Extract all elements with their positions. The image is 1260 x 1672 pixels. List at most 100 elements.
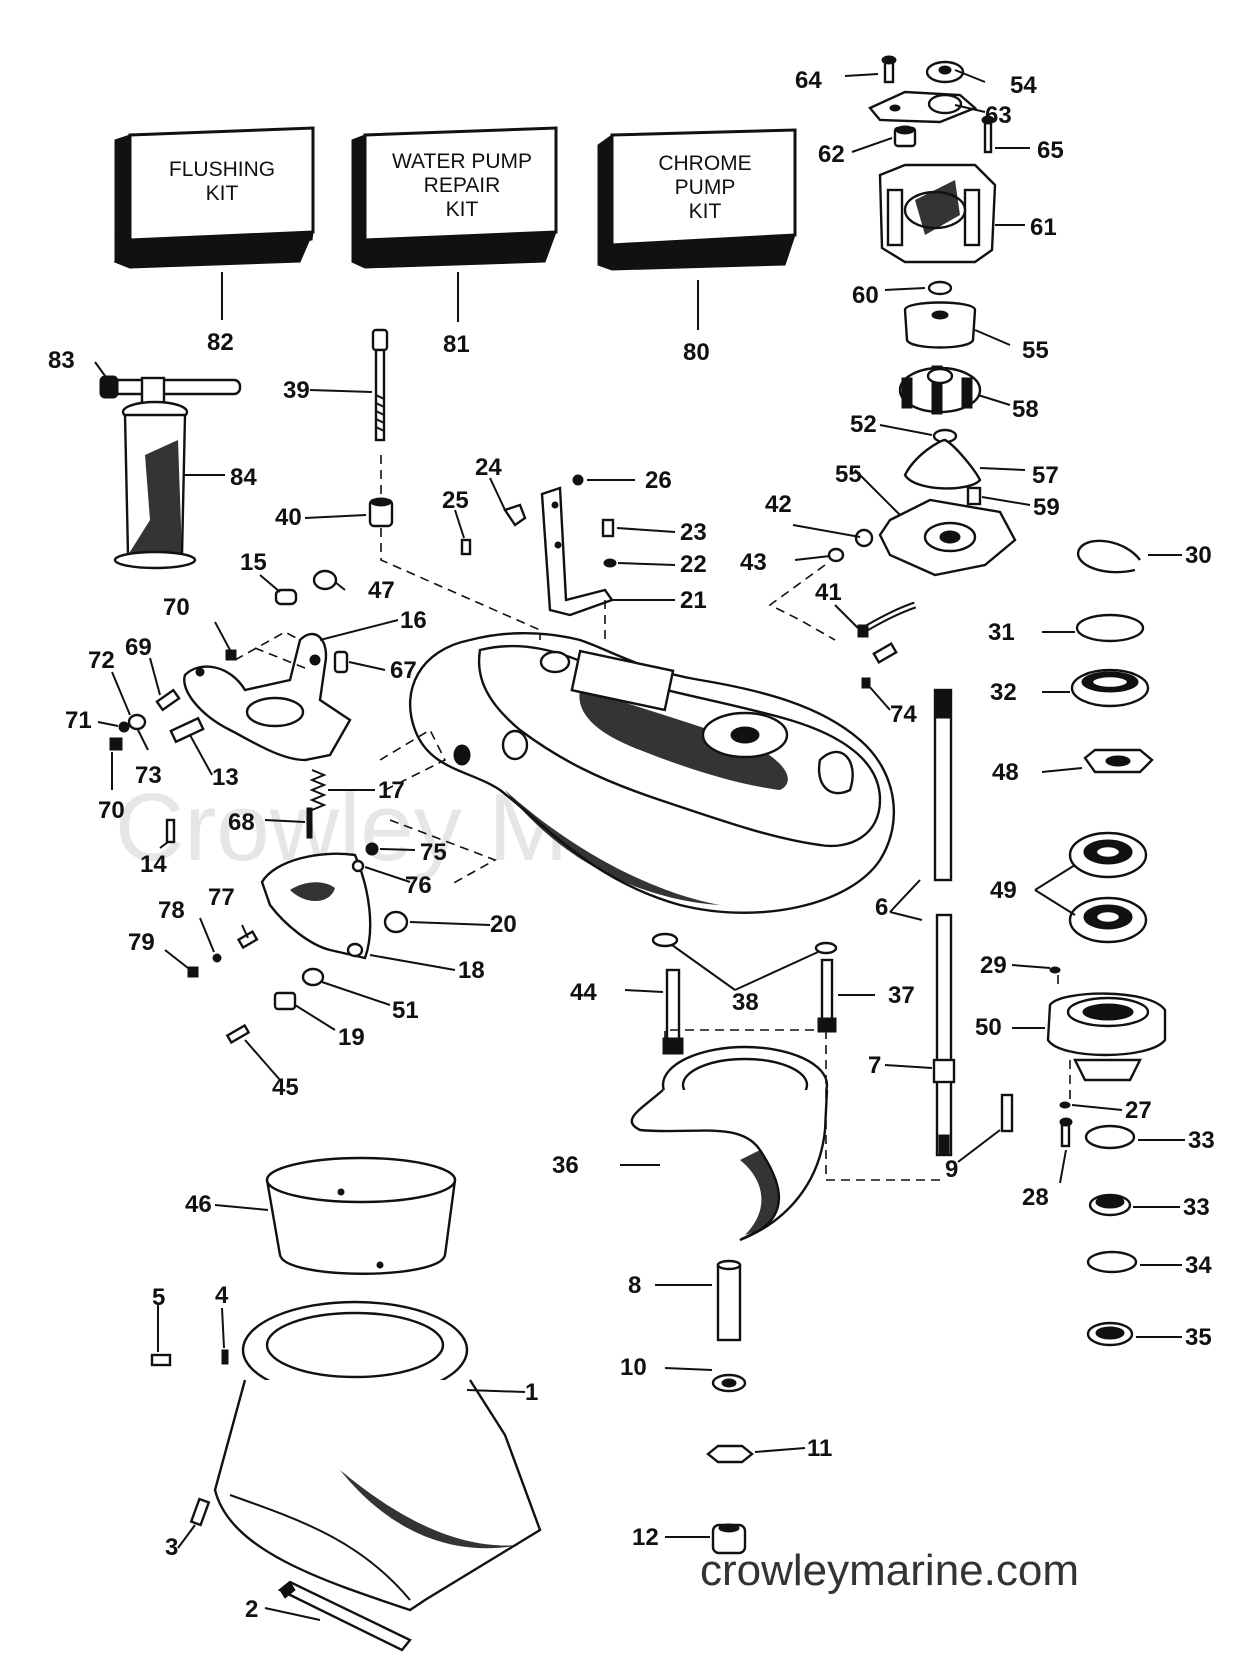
callout-11: 11 [807,1435,832,1462]
assembly-lines [234,455,1071,1181]
callout-50: 50 [975,1014,1002,1041]
driveshaft [932,688,1014,1157]
callout-75: 75 [420,839,447,866]
callout-84: 84 [230,464,257,491]
callout-46: 46 [185,1191,212,1218]
callout-49: 49 [990,877,1017,904]
callout-40: 40 [275,504,302,531]
callout-14: 14 [140,851,167,878]
callout-47: 47 [368,577,395,604]
callout-51: 51 [392,997,419,1024]
callout-80: 80 [683,339,710,366]
callout-9: 9 [945,1156,958,1183]
callout-23: 23 [680,519,707,546]
callout-61: 61 [1030,214,1057,241]
callout-2: 2 [245,1596,258,1623]
callout-25: 25 [442,487,469,514]
callout-59: 59 [1033,494,1060,521]
callout-15: 15 [240,549,267,576]
kit-label-line: REPAIR [424,174,501,197]
callout-32: 32 [990,679,1017,706]
kit-label-line: WATER PUMP [392,150,532,173]
callout-73: 73 [135,762,162,789]
kit-label-line: CHROME [658,152,751,175]
callout-8: 8 [628,1272,641,1299]
callout-76: 76 [405,872,432,899]
water-pump-stack [868,55,1017,577]
callout-27: 27 [1125,1097,1152,1124]
leader-lines [94,69,1185,1621]
callout-68: 68 [228,809,255,836]
callout-4: 4 [215,1282,229,1309]
callout-54: 54 [1010,72,1037,99]
kit-label-line: FLUSHING [169,158,275,181]
callout-36: 36 [552,1152,579,1179]
callout-63: 63 [985,102,1012,129]
pump-housing [409,632,896,914]
callout-26: 26 [645,467,672,494]
mid-parts [368,328,917,689]
footer-url: crowleymarine.com [700,1546,1079,1595]
callout-69: 69 [125,634,152,661]
callout-39: 39 [283,377,310,404]
callout-33: 33 [1183,1194,1210,1221]
callout-45: 45 [272,1074,299,1101]
callout-21: 21 [680,587,707,614]
kit-label-line: PUMP [675,176,736,199]
callout-71: 71 [65,707,92,734]
callout-20: 20 [490,911,517,938]
callout-58: 58 [1012,396,1039,423]
callout-72: 72 [88,647,115,674]
kit-label-line: KIT [206,182,239,205]
bottom-center-parts [706,1259,754,1555]
callout-6: 6 [875,894,888,921]
callout-83: 83 [48,347,75,374]
impeller [630,1045,829,1242]
callout-65: 65 [1037,137,1064,164]
callout-67: 67 [390,657,417,684]
callout-70: 70 [163,594,190,621]
callout-17: 17 [378,777,405,804]
callout-3: 3 [165,1534,178,1561]
callout-55: 55 [1022,337,1049,364]
callout-81: 81 [443,331,470,358]
callout-74: 74 [890,701,917,728]
callout-34: 34 [1185,1252,1212,1279]
callout-5: 5 [152,1284,165,1311]
callout-77: 77 [208,884,235,911]
callout-62: 62 [818,141,845,168]
callout-33: 33 [1188,1127,1215,1154]
callout-52: 52 [850,411,877,438]
callout-22: 22 [680,551,707,578]
bracket-parts [109,569,409,1045]
callout-labels: 1 2 3 4 5 6 7 8 9 10 11 12 13 14 15 16 1… [48,67,1215,1623]
callout-42: 42 [765,491,792,518]
callout-55: 55 [835,461,862,488]
callout-60: 60 [852,282,879,309]
callout-41: 41 [815,579,842,606]
callout-19: 19 [338,1024,365,1051]
callout-38: 38 [732,989,759,1016]
callout-82: 82 [207,329,234,356]
right-column-parts [1046,539,1167,1347]
callout-7: 7 [868,1052,881,1079]
flushing-attachment [99,375,242,570]
callout-18: 18 [458,957,485,984]
callout-70: 70 [98,797,125,824]
callout-57: 57 [1032,462,1059,489]
callout-13: 13 [212,764,239,791]
callout-64: 64 [795,67,822,94]
callout-1: 1 [525,1379,538,1406]
intake-parts [150,1156,542,1652]
callout-30: 30 [1185,542,1212,569]
callout-12: 12 [632,1524,659,1551]
callout-44: 44 [570,979,597,1006]
kit-label-line: KIT [689,200,722,223]
callout-31: 31 [988,619,1015,646]
